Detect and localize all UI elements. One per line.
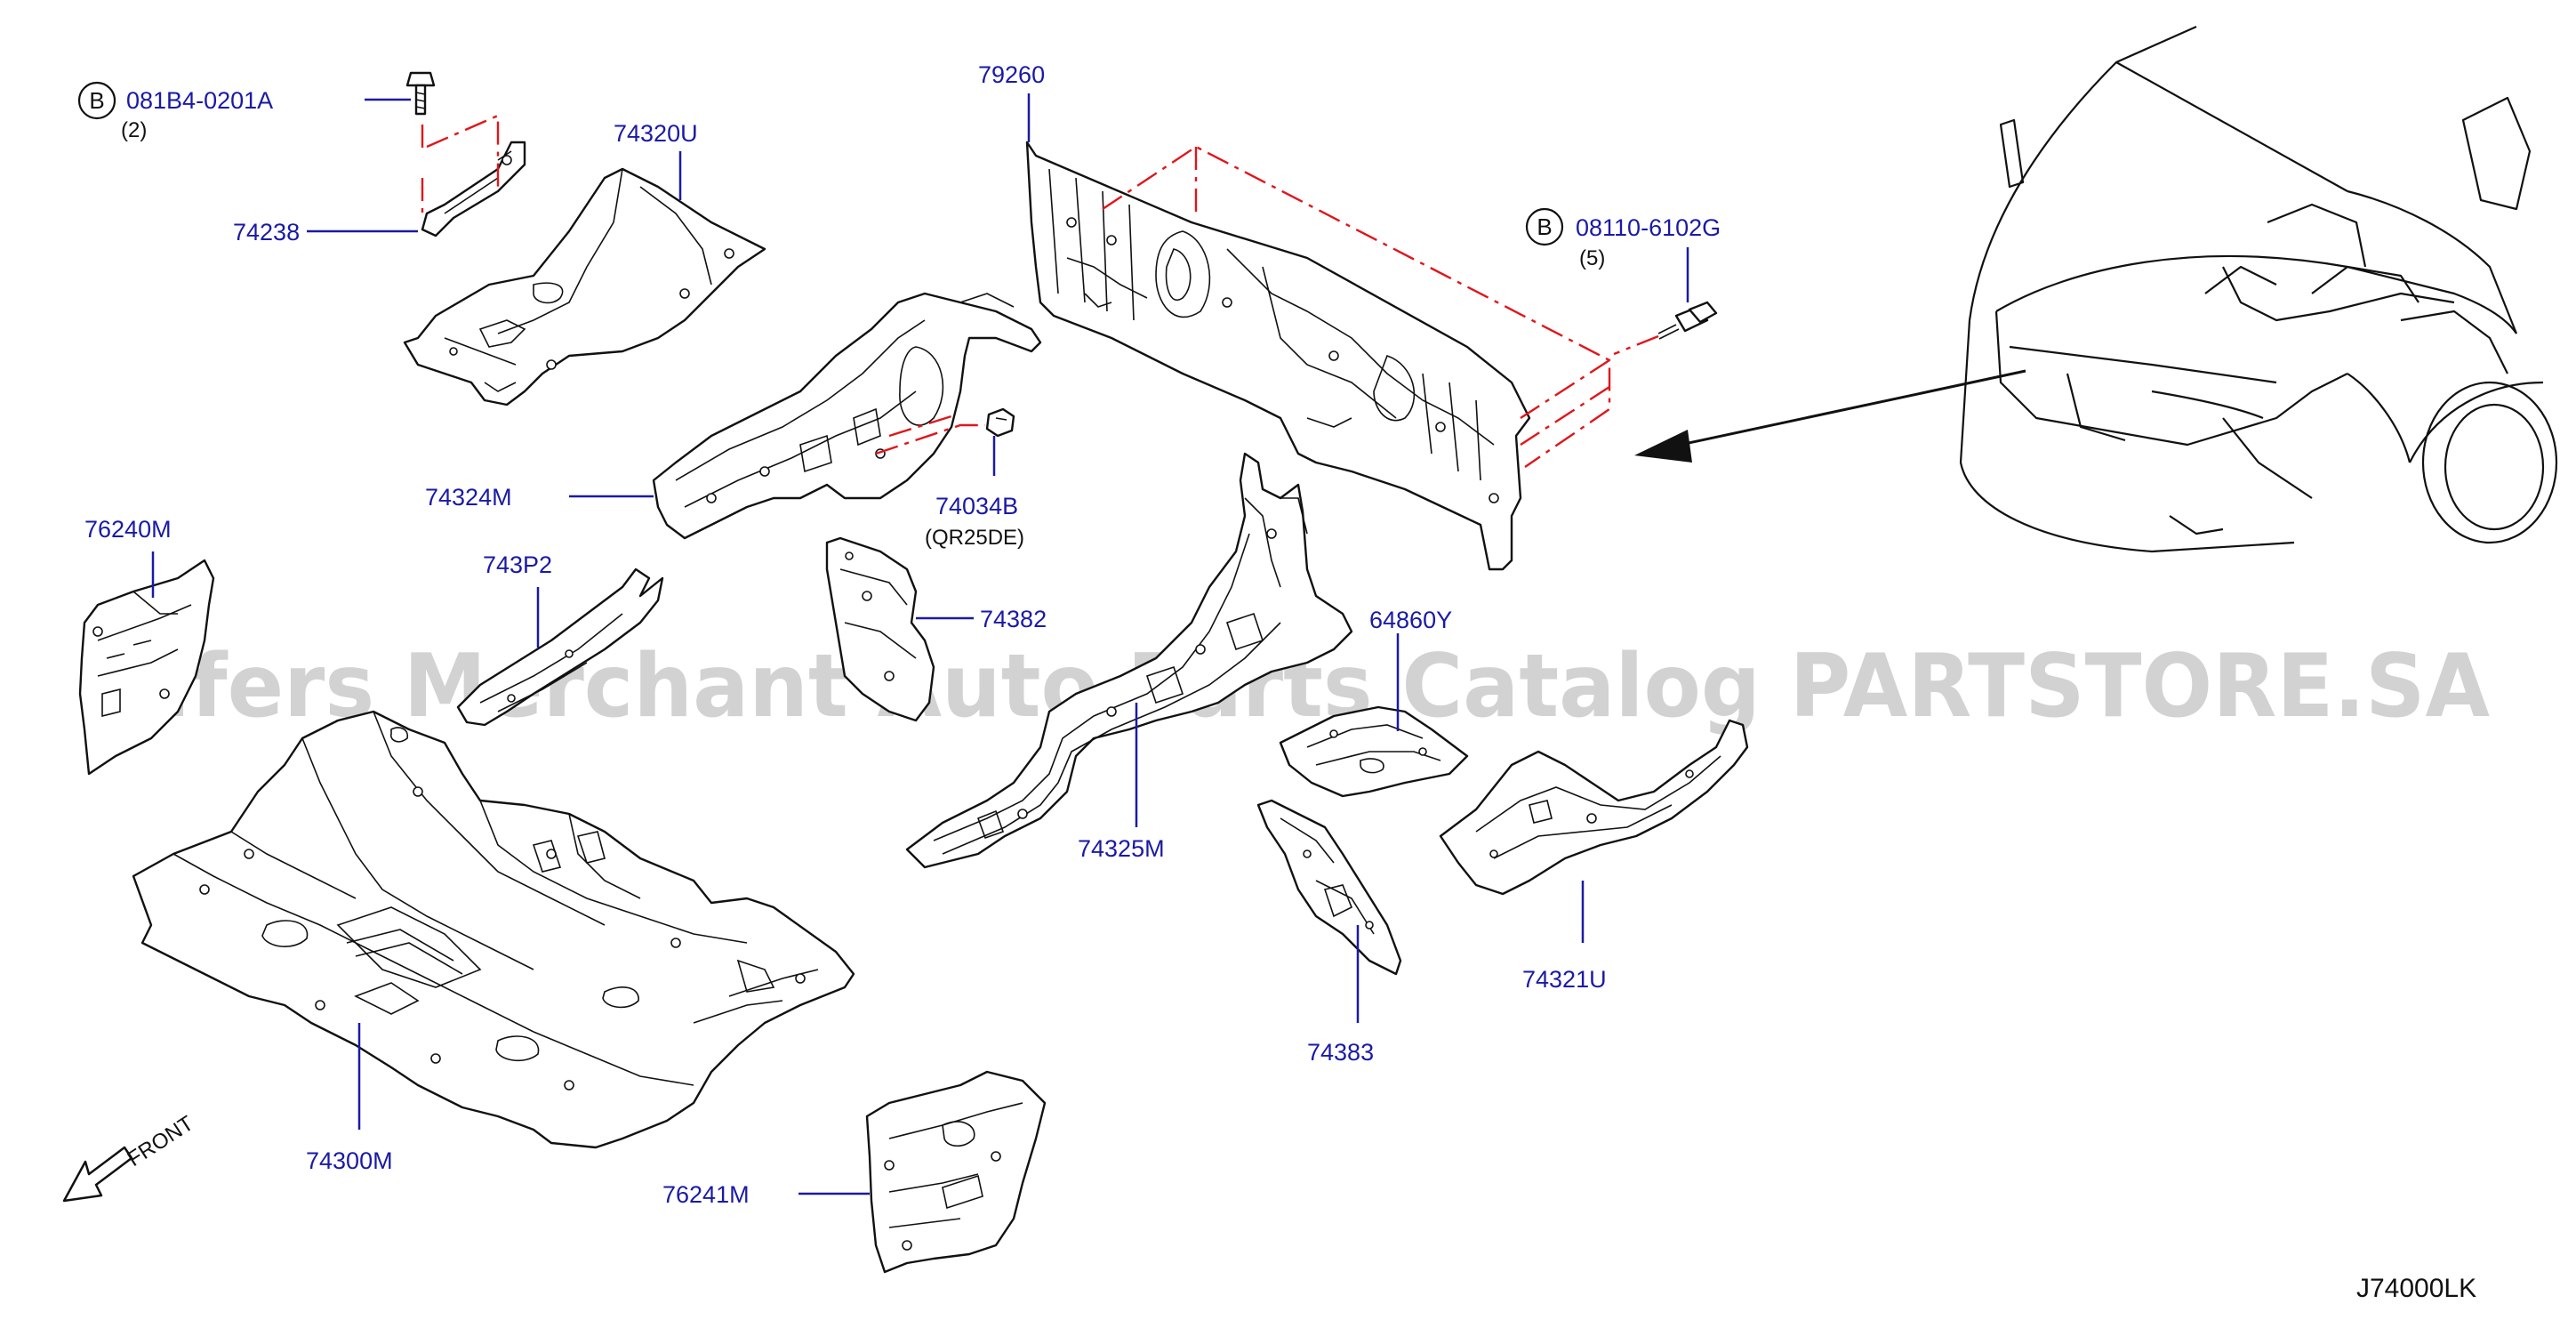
label-74383[interactable]: 74383 <box>1307 1039 1374 1066</box>
label-081b4-0201a[interactable]: 081B4-0201A <box>126 87 273 114</box>
bolt-081b4-0201a-icon[interactable] <box>405 71 436 116</box>
part-74300m-floor-panel[interactable] <box>132 710 855 1149</box>
label-74324m[interactable]: 74324M <box>425 484 512 511</box>
part-76241m-kick-panel[interactable] <box>865 1070 1047 1274</box>
front-direction-arrow-icon: FRONT <box>62 1111 198 1203</box>
qty-08110-6102g: (5) <box>1579 246 1605 270</box>
badge-b-08110-icon: B <box>1525 207 1564 246</box>
badge-letter: B <box>89 87 104 114</box>
badge-letter: B <box>1537 213 1552 240</box>
part-64860y-plate[interactable] <box>1279 705 1469 798</box>
bolt-08110-6102g-icon[interactable] <box>1613 301 1718 356</box>
part-76240m-kick-panel[interactable] <box>78 559 215 776</box>
label-76241m[interactable]: 76241M <box>662 1181 750 1208</box>
drawing-code: J74000LK <box>2356 1274 2476 1303</box>
part-743p2-bracket[interactable] <box>456 567 664 727</box>
vehicle-pointer-arrow <box>1634 369 2026 463</box>
note-74034b: (QR25DE) <box>925 526 1024 550</box>
part-74382-plate[interactable] <box>825 536 935 722</box>
label-79260[interactable]: 79260 <box>978 61 1045 88</box>
label-743p2[interactable]: 743P2 <box>483 551 552 578</box>
front-label: FRONT <box>124 1111 198 1171</box>
badge-b-081b4-icon: B <box>77 81 116 120</box>
part-74238-bracket[interactable] <box>421 141 526 237</box>
part-74383-plate[interactable] <box>1256 799 1402 976</box>
label-08110-6102g[interactable]: 08110-6102G <box>1576 214 1721 241</box>
label-74321u[interactable]: 74321U <box>1522 966 1607 993</box>
label-74034b[interactable]: 74034B <box>935 493 1018 519</box>
part-74325m-side-member[interactable] <box>905 452 1353 869</box>
part-74324m-side-member[interactable] <box>652 292 1042 540</box>
label-76240m[interactable]: 76240M <box>84 516 172 543</box>
label-74325m[interactable]: 74325M <box>1078 835 1165 862</box>
qty-081b4-0201a: (2) <box>121 118 147 142</box>
label-74300m[interactable]: 74300M <box>306 1147 393 1174</box>
nut-74034b-icon[interactable] <box>985 407 1015 438</box>
leader-lines <box>151 93 1689 1195</box>
part-74320u-tunnel[interactable] <box>403 167 766 406</box>
part-79260-dash-panel[interactable] <box>1025 141 1531 571</box>
part-74321u-floor[interactable] <box>1439 719 1749 896</box>
vehicle-front-view <box>1959 25 2558 553</box>
label-74238[interactable]: 74238 <box>233 219 300 245</box>
phantom-line-dash-2 <box>1194 147 1610 447</box>
phantom-line-bracket <box>421 114 500 213</box>
phantom-line-nut <box>875 415 985 455</box>
label-74382[interactable]: 74382 <box>980 606 1047 632</box>
label-74320u[interactable]: 74320U <box>614 120 698 147</box>
label-64860y[interactable]: 64860Y <box>1369 607 1452 633</box>
